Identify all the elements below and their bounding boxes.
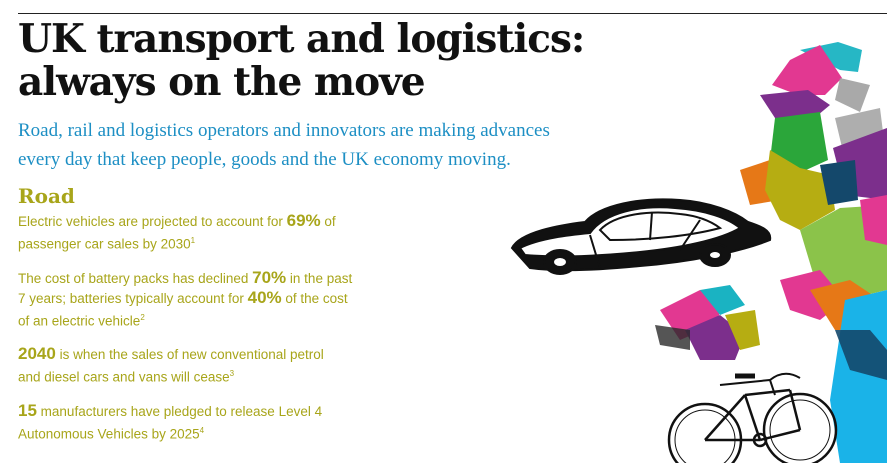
fact-text: passenger car sales by 2030 <box>18 236 191 252</box>
fact-text: of an electric vehicle <box>18 313 141 329</box>
fact-figure: 2040 <box>18 344 56 363</box>
fact-2040-ban: 2040 is when the sales of new convention… <box>18 344 398 387</box>
vintage-car-icon <box>510 198 772 275</box>
fact-text: is when the sales of new conventional pe… <box>55 347 324 362</box>
intro-line-2: every day that keep people, goods and th… <box>18 149 511 170</box>
page-title: UK transport and logistics: always on th… <box>18 16 585 105</box>
fact-text: Electric vehicles are projected to accou… <box>18 214 287 229</box>
fact-text: Autonomous Vehicles by 2025 <box>18 426 200 442</box>
fact-text: 7 years; batteries typically account for <box>18 291 248 306</box>
uk-map-icon <box>655 42 887 463</box>
fact-text: The cost of battery packs has declined <box>18 271 253 286</box>
intro-text: Road, rail and logistics operators and i… <box>18 116 638 174</box>
fact-text: manufacturers have pledged to release Le… <box>36 404 323 419</box>
section-heading-road: Road <box>18 184 75 208</box>
fact-electric-vehicles: Electric vehicles are projected to accou… <box>18 211 398 254</box>
fact-figure: 15 <box>18 401 37 420</box>
fact-figure: 70% <box>252 268 287 287</box>
fact-figure: 40% <box>247 288 282 307</box>
fact-text: of <box>320 214 336 229</box>
footnote-ref: 3 <box>229 369 235 378</box>
fact-text: of the cost <box>281 291 348 306</box>
footnote-ref: 4 <box>199 426 205 435</box>
illustration <box>510 42 887 463</box>
intro-line-1: Road, rail and logistics operators and i… <box>18 120 550 141</box>
fact-text: in the past <box>286 271 353 286</box>
footnote-ref: 2 <box>140 313 145 322</box>
top-rule <box>18 13 887 14</box>
title-line-1: UK transport and logistics: <box>18 16 585 62</box>
fact-autonomous-vehicles: 15 manufacturers have pledged to release… <box>18 401 398 444</box>
bicycle-icon <box>667 372 838 463</box>
title-line-2: always on the move <box>18 59 426 105</box>
fact-figure: 69% <box>286 211 321 230</box>
fact-text: and diesel cars and vans will cease <box>18 369 230 385</box>
footnote-ref: 1 <box>190 236 196 245</box>
fact-battery-costs: The cost of battery packs has declined 7… <box>18 268 398 331</box>
